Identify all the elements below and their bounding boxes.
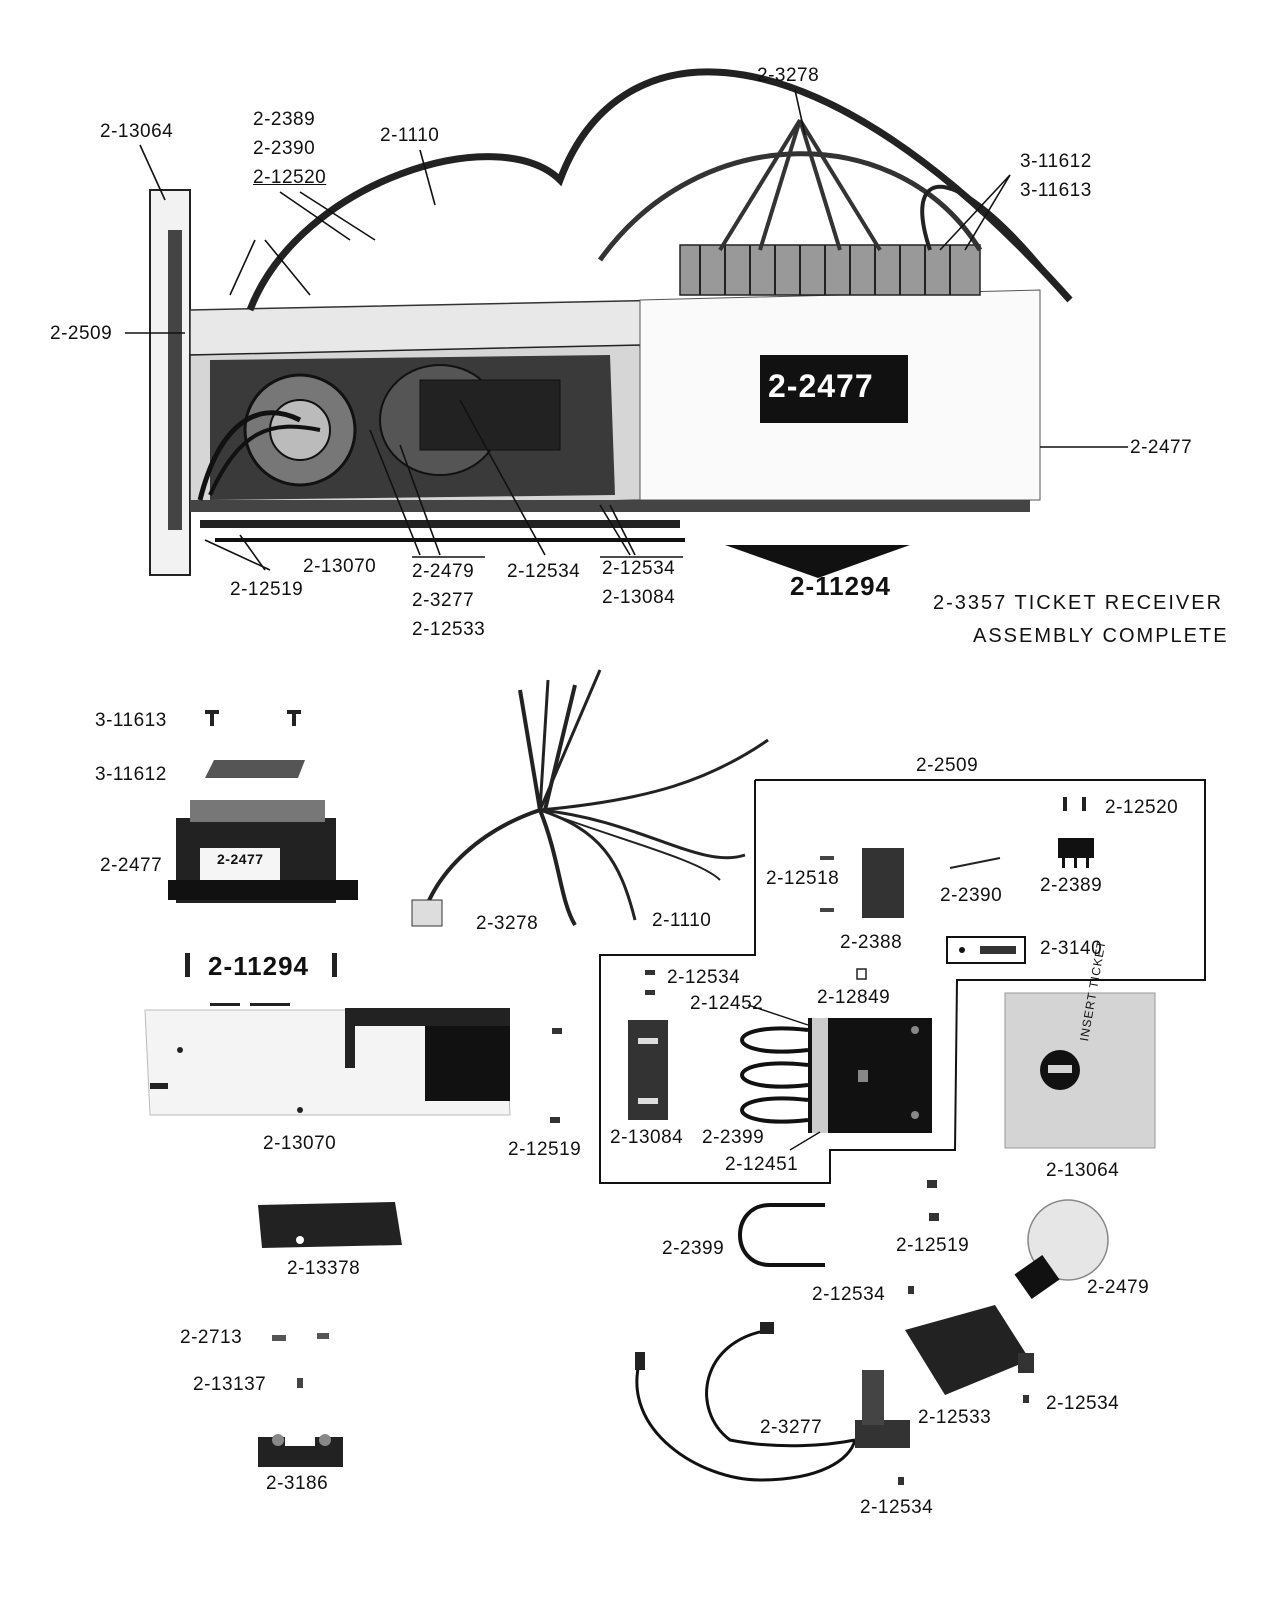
label-2-2399-b: 2-2399 bbox=[662, 1238, 725, 1259]
label-3-11612: 3-11612 bbox=[95, 764, 167, 785]
callout-2-13084: 2-13084 bbox=[602, 587, 676, 608]
callout-2-12534-a: 2-12534 bbox=[507, 561, 581, 582]
callout-2-12533: 2-12533 bbox=[412, 619, 486, 640]
kit-2-2509-outline bbox=[599, 779, 1206, 1184]
part-2-2713 bbox=[272, 1333, 329, 1341]
leader-lines-top bbox=[125, 89, 1128, 571]
callout-2-12534-b: 2-12534 bbox=[602, 558, 676, 579]
callout-2-2509: 2-2509 bbox=[50, 323, 113, 344]
label-2-3278: 2-3278 bbox=[476, 913, 539, 934]
callout-3-11612: 3-11612 bbox=[1020, 151, 1092, 172]
callout-2-3277: 2-3277 bbox=[412, 590, 475, 611]
ticket-receiver-assembly bbox=[149, 68, 1073, 578]
label-2-12452: 2-12452 bbox=[690, 993, 764, 1014]
spring-2-2390 bbox=[949, 857, 1001, 869]
label-2-12519-a: 2-12519 bbox=[508, 1139, 582, 1160]
callout-2-3278: 2-3278 bbox=[757, 65, 820, 86]
screws-3-11613 bbox=[205, 710, 301, 726]
bulb-2-2479 bbox=[1014, 1199, 1109, 1300]
label-2-2509: 2-2509 bbox=[916, 755, 979, 776]
label-2-2399-a: 2-2399 bbox=[702, 1127, 765, 1148]
label-2-12534-c: 2-12534 bbox=[1046, 1393, 1120, 1414]
screws-2-12534-lower bbox=[898, 1286, 1029, 1485]
label-2-12534-d: 2-12534 bbox=[860, 1497, 934, 1518]
bracket-2-2388 bbox=[820, 848, 904, 918]
bracket-3-11612 bbox=[205, 760, 305, 778]
holder-2-12533 bbox=[905, 1305, 1034, 1395]
label-2-12519-b: 2-12519 bbox=[896, 1235, 970, 1256]
socket-2-3277 bbox=[635, 1322, 910, 1482]
callout-2-11294: 2-11294 bbox=[790, 571, 891, 601]
label-2-12520: 2-12520 bbox=[1105, 797, 1179, 818]
label-2-3277: 2-3277 bbox=[760, 1417, 823, 1438]
card-2-13064 bbox=[1004, 992, 1156, 1149]
label-2-13084: 2-13084 bbox=[610, 1127, 684, 1148]
label-2-11294: 2-11294 bbox=[208, 951, 309, 981]
label-2-2390: 2-2390 bbox=[940, 885, 1003, 906]
label-2-2477: 2-2477 bbox=[100, 855, 163, 876]
plate-label: 2-2477 bbox=[768, 368, 874, 404]
part-2-12849 bbox=[856, 968, 867, 980]
label-2-12849: 2-12849 bbox=[817, 987, 891, 1008]
screws-2-12534-kit bbox=[645, 970, 655, 995]
callout-2-2390: 2-2390 bbox=[253, 138, 316, 159]
label-2-12451: 2-12451 bbox=[725, 1154, 799, 1175]
part-2-13378 bbox=[258, 1202, 402, 1248]
label-2-3186: 2-3186 bbox=[266, 1473, 329, 1494]
label-2-2388: 2-2388 bbox=[840, 932, 903, 953]
plate-2-3140 bbox=[946, 936, 1026, 964]
label-3-11613: 3-11613 bbox=[95, 710, 167, 731]
screws-2-12519-lower bbox=[927, 1180, 939, 1221]
socket-board bbox=[740, 1018, 932, 1133]
label-2-12534-b: 2-12534 bbox=[812, 1284, 886, 1305]
screws-2-11294 bbox=[185, 953, 337, 977]
bracket-2-3186 bbox=[258, 1430, 343, 1467]
assembly-title-line2: ASSEMBLY COMPLETE bbox=[973, 625, 1229, 647]
callout-2-13070: 2-13070 bbox=[303, 556, 377, 577]
channel-2-13070 bbox=[144, 1003, 511, 1116]
callout-2-2479: 2-2479 bbox=[412, 561, 475, 582]
block-2-2477 bbox=[168, 800, 358, 903]
wire-harness bbox=[411, 669, 769, 927]
label-2-2389: 2-2389 bbox=[1040, 875, 1103, 896]
switch-2-2389 bbox=[1058, 838, 1094, 868]
plate-2-13084 bbox=[628, 1020, 668, 1120]
label-2-1110: 2-1110 bbox=[652, 910, 712, 931]
callout-2-13064: 2-13064 bbox=[100, 121, 174, 142]
screws-2-12520 bbox=[1063, 797, 1086, 811]
block-label: 2-2477 bbox=[217, 851, 264, 867]
label-2-2713: 2-2713 bbox=[180, 1327, 243, 1348]
assembly-title-line1: 2-3357 TICKET RECEIVER bbox=[933, 592, 1224, 614]
label-2-12518: 2-12518 bbox=[766, 868, 840, 889]
callout-2-12520: 2-12520 bbox=[253, 167, 327, 188]
label-2-13070: 2-13070 bbox=[263, 1133, 337, 1154]
screws-2-12519 bbox=[550, 1028, 562, 1123]
label-2-12534-a: 2-12534 bbox=[667, 967, 741, 988]
label-2-12533: 2-12533 bbox=[918, 1407, 992, 1428]
callout-2-1110: 2-1110 bbox=[380, 125, 440, 146]
callout-2-12519: 2-12519 bbox=[230, 579, 304, 600]
label-2-13064: 2-13064 bbox=[1046, 1160, 1120, 1181]
label-2-3140: 2-3140 bbox=[1040, 938, 1103, 959]
label-2-13378: 2-13378 bbox=[287, 1258, 361, 1279]
label-2-13137: 2-13137 bbox=[193, 1374, 267, 1395]
leader-lines-parts bbox=[747, 1004, 821, 1151]
callout-2-2477: 2-2477 bbox=[1130, 437, 1193, 458]
callout-2-2389: 2-2389 bbox=[253, 109, 316, 130]
screw-2-13137 bbox=[297, 1378, 303, 1388]
label-2-2479: 2-2479 bbox=[1087, 1277, 1150, 1298]
callout-3-11613: 3-11613 bbox=[1020, 180, 1092, 201]
wire-2-2399 bbox=[738, 1203, 825, 1267]
